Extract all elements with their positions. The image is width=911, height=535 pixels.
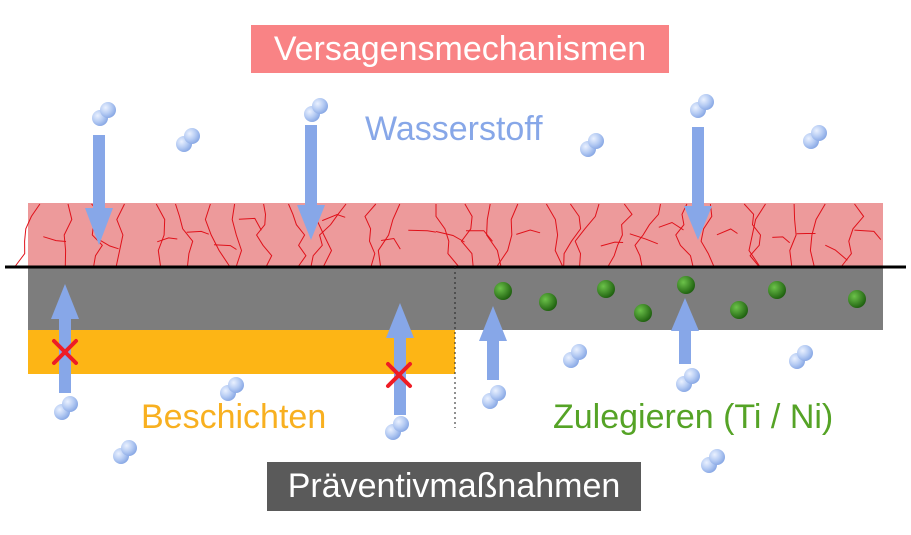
h2-molecule	[385, 416, 409, 440]
crack-branch	[716, 228, 738, 236]
crack-line	[204, 203, 230, 267]
crack-line	[63, 203, 73, 267]
crack-line	[310, 203, 347, 267]
h2-molecule	[113, 440, 137, 464]
crack-line	[700, 203, 715, 267]
crack-line	[574, 203, 600, 267]
alloy-particle	[494, 282, 512, 300]
alloying-label: Zulegieren (Ti / Ni)	[553, 398, 834, 436]
crack-line	[743, 203, 762, 267]
crack-branch	[516, 229, 541, 235]
crack-line	[377, 203, 401, 267]
h2-molecule	[92, 102, 116, 126]
alloy-particles	[494, 276, 866, 322]
h2-molecule	[482, 385, 506, 409]
down-arrow	[684, 127, 712, 240]
crack-line	[841, 203, 865, 267]
blocked-x-icon	[52, 339, 78, 365]
embrittled-layer	[28, 203, 883, 267]
crack-branch	[825, 244, 848, 261]
crack-line	[231, 203, 243, 267]
crack-line	[486, 203, 502, 267]
crack-line	[115, 203, 125, 267]
crack-branch	[854, 229, 882, 240]
hydrogen-arrows-up	[51, 284, 699, 415]
h2-molecule	[676, 368, 700, 392]
crack-branch	[408, 229, 436, 233]
crack-line	[435, 204, 459, 267]
crack-line	[155, 203, 166, 267]
crack-branch	[157, 237, 178, 243]
bottom-title-box: Präventivmaßnahmen	[267, 462, 641, 511]
crack-line	[288, 203, 307, 267]
up-arrow	[51, 284, 79, 393]
crack-line	[789, 203, 797, 267]
up-arrow	[386, 303, 414, 415]
crack-branch	[435, 231, 465, 243]
coating-layer	[28, 330, 455, 374]
alloy-particle	[848, 290, 866, 308]
crack-branch	[186, 230, 209, 235]
crack-line	[607, 203, 633, 267]
h2-molecule	[701, 449, 725, 473]
h2-molecule	[580, 133, 604, 157]
crack-branch	[43, 236, 67, 242]
crack-line	[460, 203, 474, 267]
crack-line	[364, 203, 377, 267]
alloy-particle	[539, 293, 557, 311]
up-arrow	[671, 298, 699, 364]
alloy-particle	[768, 281, 786, 299]
up-arrow	[479, 306, 507, 380]
crack-branch	[97, 238, 119, 250]
crack-branch	[213, 244, 237, 250]
crack-branch	[772, 236, 791, 244]
hydrogen-label: Wasserstoff	[365, 110, 543, 148]
crack-line	[563, 203, 582, 267]
h2-molecule	[54, 396, 78, 420]
crack-branch	[658, 221, 684, 231]
h2-molecule	[304, 98, 328, 122]
coating-label: Beschichten	[141, 398, 327, 436]
h2-molecule	[690, 94, 714, 118]
down-arrow	[297, 125, 325, 240]
h2-molecule	[789, 345, 813, 369]
blocked-markers	[52, 339, 412, 388]
h2-molecule	[176, 128, 200, 152]
title-box: Versagensmechanismen	[251, 25, 669, 73]
alloy-particle	[677, 276, 695, 294]
crack-branch	[466, 230, 493, 242]
alloy-particle	[730, 301, 748, 319]
crack-line	[748, 203, 766, 267]
crack-branch	[322, 213, 346, 222]
crack-line	[15, 203, 41, 267]
crack-line	[175, 203, 194, 267]
crack-line	[255, 203, 273, 267]
crack-line	[634, 203, 661, 267]
crack-line	[809, 203, 826, 267]
crack-lines	[15, 203, 882, 267]
crack-branch	[600, 241, 624, 247]
crack-branch	[629, 233, 658, 245]
alloy-particle	[597, 280, 615, 298]
blocked-x-icon	[386, 362, 412, 388]
down-arrow	[85, 135, 113, 245]
crack-line	[545, 203, 563, 267]
crack-line	[675, 203, 694, 267]
crack-branch	[238, 217, 262, 231]
h2-molecule	[563, 344, 587, 368]
alloy-particle	[634, 304, 652, 322]
hydrogen-arrows-down	[85, 125, 712, 245]
h2-molecule	[803, 125, 827, 149]
crack-line	[496, 203, 519, 267]
